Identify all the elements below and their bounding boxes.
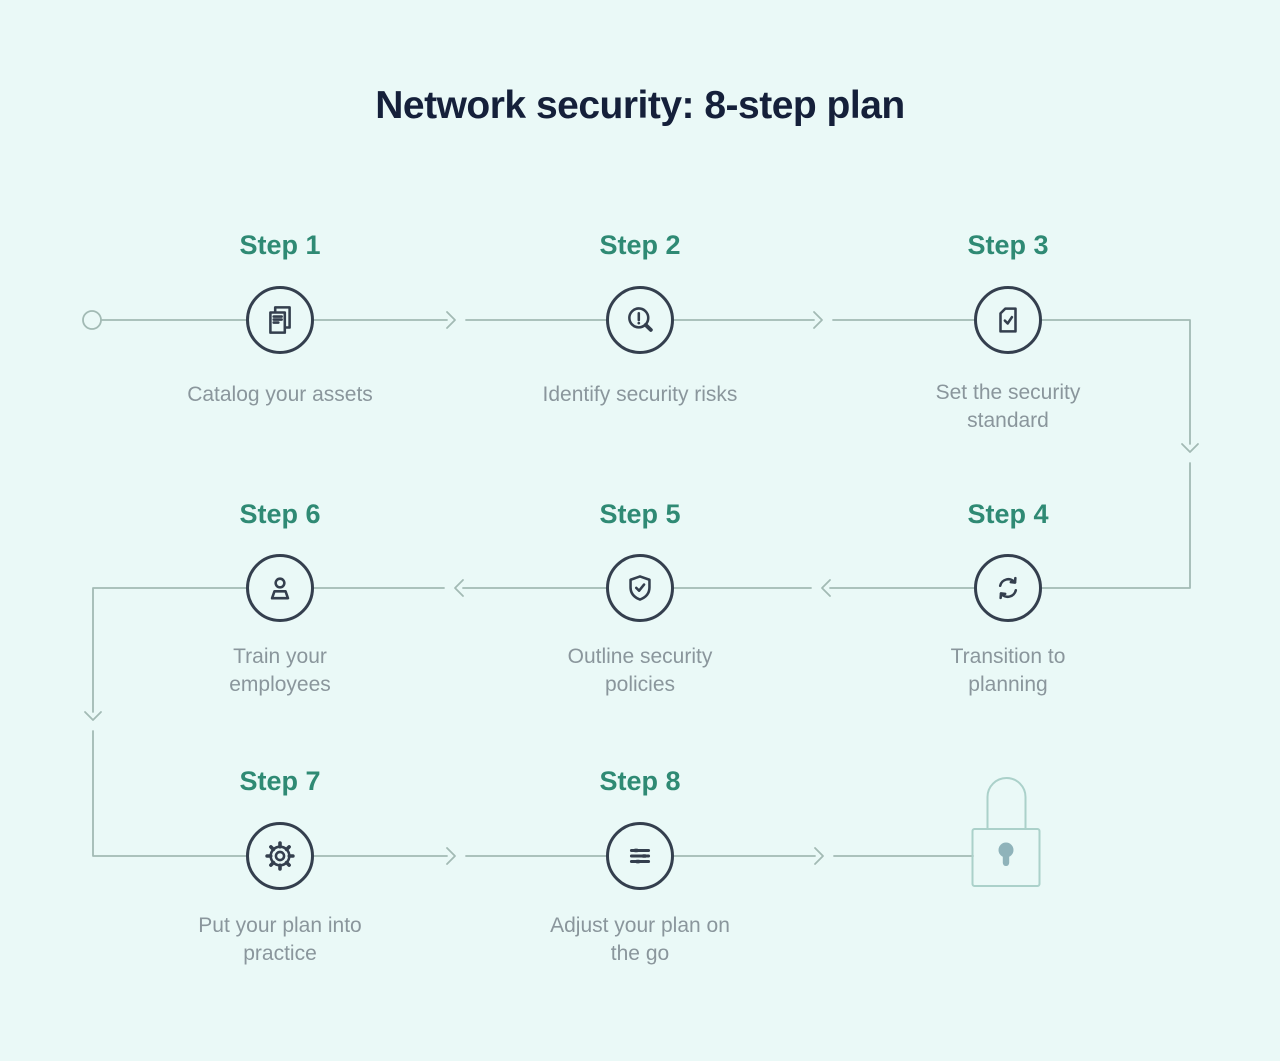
person-icon [270,577,290,600]
connector-line [92,587,247,857]
step-6-label: Step 6 [239,499,321,529]
step-5-node [606,554,674,622]
gear-icon [265,841,295,871]
lock-icon [971,777,1041,887]
step-5-label: Step 5 [599,499,681,529]
step-3-caption: Set the security standard [935,381,1081,432]
step-6-node [246,554,314,622]
arrow-right-icon [446,311,456,329]
step-5-caption: Outline security policies [567,645,713,696]
step-2-node [606,286,674,354]
circle-start-marker [82,310,102,330]
step-7-caption: Put your plan into practice [198,914,362,965]
step-4-node [974,554,1042,622]
arrow-right-icon [814,847,824,865]
step-2-caption: Identify security risks [542,383,738,406]
step-1-caption: Catalog your assets [187,383,373,406]
arrow-right-icon [446,847,456,865]
arrow-down-icon [84,711,102,721]
step-8-node [606,822,674,890]
documents-icon [269,306,291,334]
step-1-label: Step 1 [239,230,321,260]
sync-icon [998,576,1018,600]
keyhole [998,842,1014,858]
step-8-caption: Adjust your plan on the go [550,914,730,965]
arrow-left-icon [821,579,831,597]
step-6-caption: Train your employees [229,645,331,696]
step-3-node [974,286,1042,354]
page-title: Network security: 8-step plan [375,84,905,127]
arrow-down-icon [1181,443,1199,453]
shield-check-icon [629,575,651,601]
step-4-label: Step 4 [967,499,1049,529]
connector-line [1041,319,1191,589]
step-7-node [246,822,314,890]
step-3-label: Step 3 [967,230,1049,260]
magnifier-alert-icon [628,307,653,332]
arrow-right-icon [813,311,823,329]
step-2-label: Step 2 [599,230,681,260]
sliders-icon [629,848,651,864]
arrow-left-icon [454,579,464,597]
document-check-icon [999,307,1017,333]
step-1-node [246,286,314,354]
step-4-caption: Transition to planning [950,645,1066,696]
step-8-label: Step 8 [599,766,681,796]
step-7-label: Step 7 [239,766,321,796]
